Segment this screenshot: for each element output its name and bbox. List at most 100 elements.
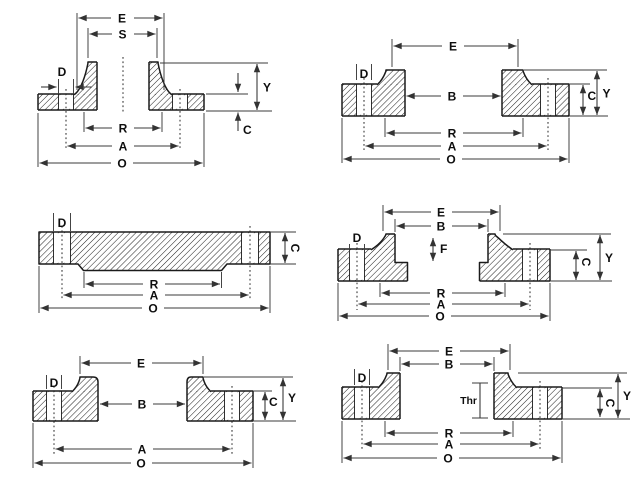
dimension-Y: Y [518,372,631,420]
dim-label-d: D [360,67,369,81]
dimension-S: S [87,28,158,58]
dim-label-b: B [138,398,147,412]
dimension-B: B [100,398,185,412]
dimension-E: E [391,39,519,67]
dim-label-y: Y [623,389,631,403]
dimension-B: B [399,357,495,372]
dim-label-o: O [148,302,157,316]
flange-body [32,376,254,455]
dim-label-r: R [448,127,457,141]
dim-label-b: B [445,358,454,372]
dim-label-e: E [437,206,445,220]
dimension-D: D [356,64,372,81]
flange-body [341,372,563,450]
blind-flange-diagram: D C R A O [38,213,302,316]
dimension-C: C [550,249,593,280]
dim-label-y: Y [288,391,296,405]
dimension-C: C [569,83,597,115]
socket-weld-flange-diagram: E B F D C Y R A O [337,205,613,324]
welding-neck-flange-diagram: E S D Y C R A O [37,12,272,171]
dim-label-o: O [117,157,126,171]
dimension-R: R [83,112,163,136]
dim-label-a: A [448,140,457,154]
dimension-A: A [67,140,179,154]
dimension-F: F [429,238,447,261]
dim-label-a: A [437,298,446,312]
dim-label-c: C [269,395,278,409]
dimension-O: O [341,421,563,466]
dimension-C: C [270,231,302,265]
dim-label-thr: Thr [460,395,477,407]
lap-joint-flange-diagram: E D B C Y A O [32,356,296,471]
dimension-O: O [32,423,254,471]
dim-label-c: C [288,244,302,253]
dimension-C: C [562,387,617,417]
dim-label-a: A [119,140,128,154]
dimension-R: R [384,118,524,141]
dim-label-e: E [449,40,457,54]
dimension-A: A [55,443,231,457]
threaded-flange-diagram: E B Thr D C Y R A O [341,344,631,466]
dimension-C: C [234,73,252,137]
dim-label-o: O [435,310,444,324]
dim-label-e: E [137,357,145,371]
flange-body [341,69,570,150]
dimension-E: E [79,356,204,374]
dimension-O: O [341,118,570,167]
flange-body [37,57,205,148]
dim-label-y: Y [603,87,611,101]
dim-label-o: O [446,153,455,167]
dim-label-b: B [437,220,446,234]
flange-body [337,233,551,310]
dimension-R: R [384,421,514,441]
dim-label-r: R [150,278,159,292]
dimension-A: A [63,289,249,303]
dimension-R: R [83,272,222,292]
dimension-Y: Y [160,62,272,112]
flange-body [38,226,271,300]
dimension-O: O [337,283,551,324]
dimension-B: B [394,219,489,234]
dimension-C: C [253,390,278,420]
dim-label-c: C [588,89,597,103]
dimension-E: E [382,205,501,231]
dimension-A: A [365,140,547,154]
dim-label-f: F [440,242,447,256]
dimension-Y: Y [524,69,611,117]
dim-label-c: C [579,258,593,267]
dimension-Y: Y [503,233,613,282]
dimension-O: O [37,113,205,171]
dim-label-a: A [445,438,454,452]
dim-label-s: S [118,28,126,42]
dimension-O: O [38,266,271,316]
dim-label-o: O [136,457,145,471]
dim-label-d: D [58,216,67,230]
dimension-E: E [76,12,165,90]
dim-label-y: Y [263,81,271,95]
dimension-A: A [363,438,539,452]
slip-on-flange-diagram: E D B C Y R A O [341,39,611,167]
dim-label-d: D [58,65,67,79]
dim-label-r: R [445,427,454,441]
dimension-Y: Y [204,376,296,422]
dim-label-e: E [445,345,453,359]
dimension-R: R [379,283,506,301]
dim-label-r: R [437,287,446,301]
dim-label-c: C [603,399,617,408]
dimension-A: A [358,298,529,312]
dimension-Thr: Thr [460,382,488,419]
dim-label-a: A [150,289,159,303]
dim-label-o: O [443,452,452,466]
dimension-D: D [53,213,71,231]
dim-label-r: R [119,122,128,136]
dim-label-y: Y [605,251,613,265]
dim-label-d: D [358,371,367,385]
dim-label-b: B [448,90,457,104]
dim-label-d: D [353,231,362,245]
dim-label-a: A [138,443,147,457]
dimension-D: D [349,231,365,258]
dimension-D: D [354,369,370,385]
dimension-B: B [406,90,501,104]
dimension-E: E [387,344,511,370]
